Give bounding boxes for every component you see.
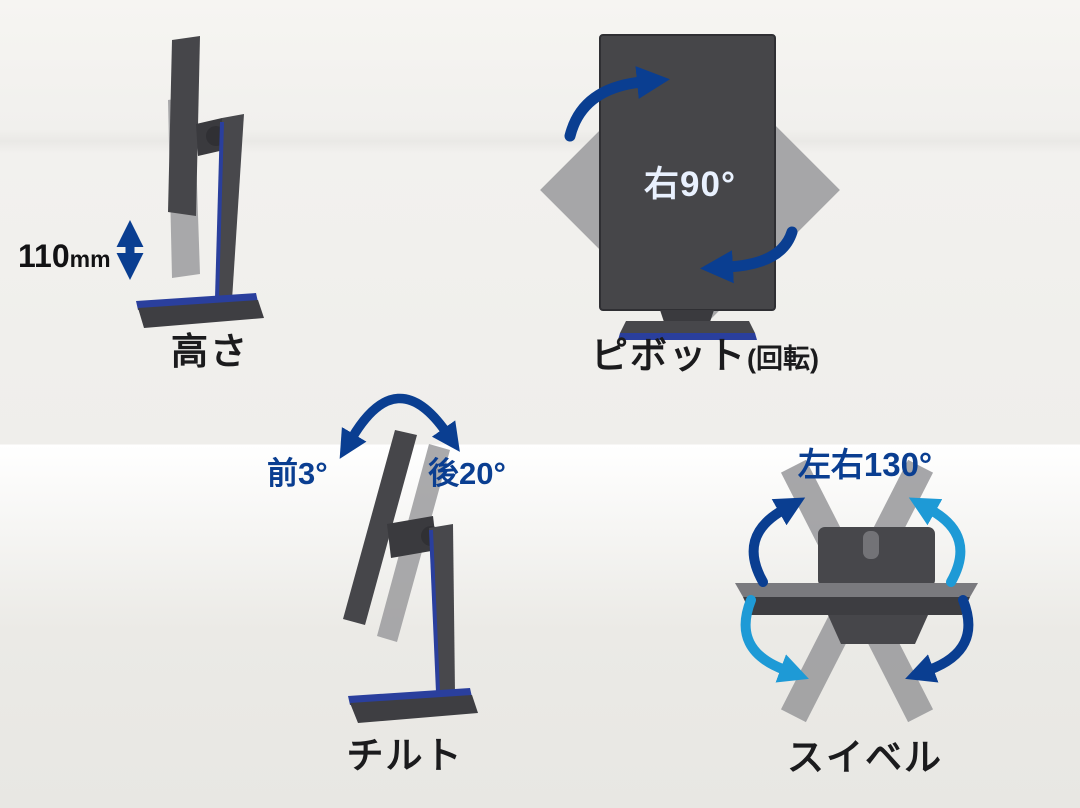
swivel-figure: 左右130° スイベル — [705, 428, 1025, 790]
pivot-caption: ピボット(回転) — [520, 335, 890, 377]
stand-base-accent — [618, 333, 757, 340]
tilt-range-arrow-icon — [339, 393, 460, 459]
pivot-angle-label: 右90° — [644, 165, 736, 204]
stand-base-topview — [828, 615, 928, 644]
height-measure-label: 110mm — [18, 238, 111, 275]
stand-column — [216, 114, 244, 300]
pivot-caption-main: ピボット — [591, 335, 747, 376]
stand-base — [620, 321, 755, 333]
height-measure-value: 110 — [18, 238, 70, 274]
stand-base — [350, 695, 478, 723]
height-caption: 高さ — [171, 331, 249, 372]
swivel-arrow-top-left-icon — [748, 497, 806, 587]
swivel-range-label: 左右130° — [797, 446, 933, 483]
monitor-top-edge — [735, 583, 978, 597]
rotate-arrow-bottom-icon — [699, 226, 798, 284]
rotate-arrow-top-icon — [564, 66, 670, 142]
swivel-arrow-bottom-right-icon — [905, 595, 974, 683]
stand-column-accent — [429, 529, 440, 693]
pivot-monitor-illustration — [540, 34, 840, 340]
tilt-caption: チルト — [346, 735, 464, 776]
height-adjust-figure: 110mm 高さ — [10, 12, 310, 380]
stand-mount-slot — [863, 531, 879, 559]
tilt-front-angle-label: 前3° — [267, 456, 328, 491]
swivel-monitor-illustration — [735, 459, 978, 723]
swivel-arrow-top-right-icon — [908, 497, 966, 587]
height-monitor-illustration — [116, 36, 264, 328]
stand-base — [138, 300, 264, 328]
height-measure-unit: mm — [69, 246, 111, 272]
stand-neck — [660, 310, 714, 322]
tilt-monitor-illustration — [339, 393, 478, 723]
pivot-caption-sub: (回転) — [747, 344, 819, 374]
monitor-panel-topview — [743, 597, 970, 615]
stand-base-accent — [348, 688, 472, 705]
swivel-caption: スイベル — [787, 737, 943, 778]
tilt-back-angle-label: 後20° — [428, 456, 506, 491]
hinge-bracket — [387, 516, 437, 558]
monitor-panel — [343, 430, 417, 625]
pivot-figure: 右90° ピボット(回転) — [520, 8, 890, 388]
tilt-figure: 前3° 後20° チルト — [245, 388, 555, 788]
stand-base-accent — [136, 293, 258, 310]
monitor-panel — [168, 36, 200, 216]
stand-column-accent — [215, 121, 224, 299]
swivel-arrow-bottom-left-icon — [740, 595, 809, 683]
